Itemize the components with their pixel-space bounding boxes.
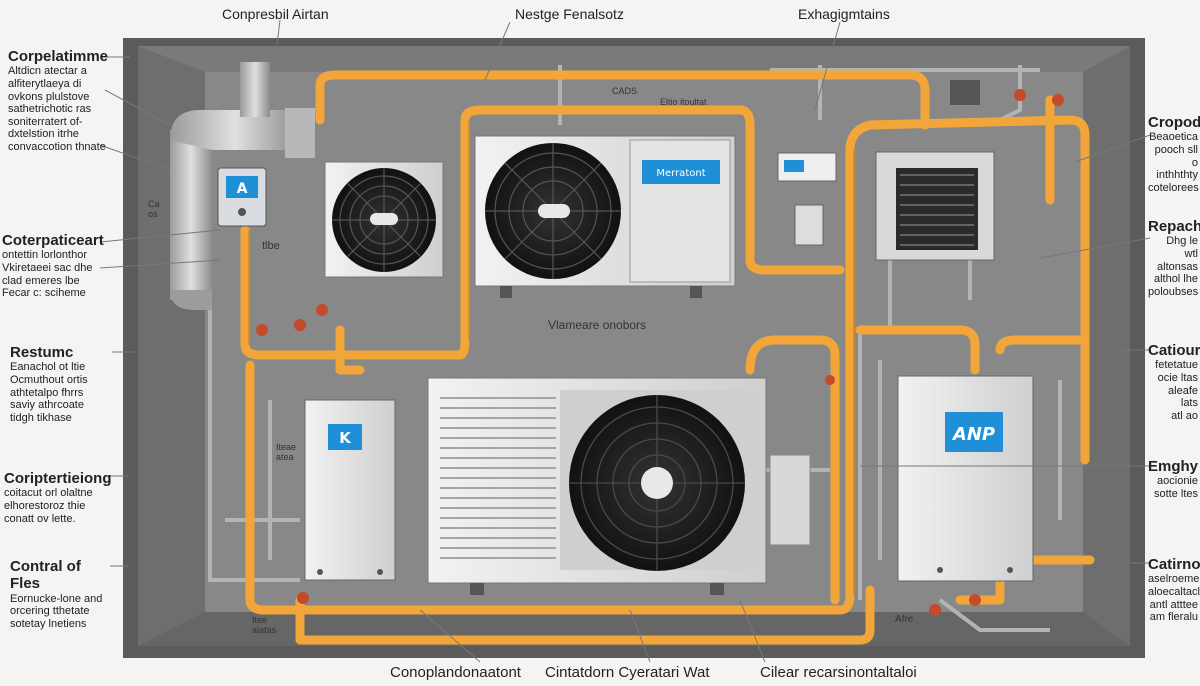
valves [256, 89, 1064, 616]
right-label-3-line: atl ao [1171, 409, 1198, 422]
tiny-label-tlbe: tlbe [262, 240, 280, 252]
tiny-label-itee: Itee alatas [252, 615, 277, 635]
left-label-1-line: sathetrichotic ras [8, 103, 92, 116]
right-label-5-line: antl atttee [1149, 598, 1198, 611]
left-label-2-line: Fecar c: sciheme [2, 287, 86, 300]
svg-text:Merratont: Merratont [656, 168, 705, 179]
left-label-1-line: Altdicn atectar a [8, 65, 87, 78]
left-label-1-line: ovkons plulstove [8, 90, 90, 103]
right-label-2-line: poloubses [1148, 285, 1199, 298]
left-label-5-line: Eornucke-lone and [10, 592, 103, 605]
right-label-5-line: aloecaltaclea [1148, 585, 1200, 598]
right-label-5-line: am fleralu [1149, 611, 1198, 624]
right-label-4: Emghy aocionie sotte ltes [1148, 458, 1198, 501]
left-label-5-line: sotetay lnetiens [10, 617, 87, 630]
right-label-2-line: Dhg le [1166, 235, 1198, 248]
right-label-2-title: Repach [1148, 218, 1200, 235]
leader-lines [99, 19, 1151, 663]
right-label-5: Catirno aselroeme aloecaltaclea antl att… [1148, 556, 1200, 624]
top-label-2: Nestge Fenalsotz [515, 6, 624, 22]
left-label-1-line: soniterratert of- [8, 115, 83, 128]
right-label-1-line: cotelorees [1148, 181, 1199, 194]
right-label-4-line: aocionie [1157, 475, 1198, 488]
refrigerant-pipes [240, 70, 1095, 645]
svg-text:K: K [339, 429, 352, 447]
left-label-4-line: coitacut orl olaltne [4, 487, 93, 500]
left-label-3-line: saviy athrcoate [10, 399, 84, 412]
right-label-2-line: althol lhe [1153, 273, 1198, 286]
left-label-1-line: convaccotion thnate [8, 141, 106, 154]
fan-unit-small [324, 161, 444, 278]
right-label-1-line: pooch sll o [1154, 143, 1198, 169]
svg-text:ANP: ANP [951, 424, 995, 445]
tiny-label-caos: Ca os [148, 199, 160, 219]
right-label-5-line: aselroeme [1148, 573, 1200, 586]
top-label-3: Exhagigmtains [798, 6, 890, 22]
outdoor-unit-center [427, 377, 811, 595]
left-label-3-title: Restumc [10, 344, 74, 361]
left-label-5-title: Contral of Fles [10, 558, 81, 593]
center-label: Vlameare onobors [548, 318, 647, 332]
right-label-1-title: Cropod [1148, 114, 1200, 131]
right-label-3: Catiour fetetatue ocie ltas aleafe lats … [1148, 342, 1200, 422]
duct [170, 62, 315, 310]
right-label-2: Repach Dhg le wtl altonsas althol lhe po… [1148, 218, 1200, 298]
left-label-5-line: orcering tthetate [10, 605, 90, 618]
left-label-4: Coriptertieiong coitacut orl olaltne elh… [4, 470, 116, 525]
right-label-2-line: wtl altonsas [1157, 247, 1198, 273]
right-label-1: Cropod Beaoetica pooch sll o inthhthty c… [1148, 114, 1200, 194]
right-label-3-line: aleafe lats [1168, 384, 1198, 410]
left-label-2-title: Coterpaticeart [2, 232, 104, 249]
control-panel-left: A [217, 167, 267, 227]
tiny-label-afre: Afre [895, 614, 914, 625]
left-label-2-line: clad emeres lbe [2, 274, 80, 287]
pipe-shading [248, 120, 855, 595]
right-label-3-line: ocie ltas [1157, 371, 1198, 384]
top-label-1: Conpresbil Airtan [222, 6, 329, 22]
bottom-label-1: Conoplandonaatont [390, 664, 521, 681]
left-label-1: Corpelatimme Altdicn atectar a alfiteryt… [8, 48, 116, 154]
left-label-3-line: Eanachol ot ltie [10, 361, 86, 374]
left-label-4-title: Coriptertieiong [4, 470, 112, 487]
indoor-unit-top: Merratont [474, 135, 736, 298]
right-wall-side [1083, 46, 1130, 646]
left-label-2-line: ontettin lorlonthor [2, 249, 87, 262]
sensor-box [777, 152, 837, 246]
left-label-3-line: Ocmuthout ortis [10, 373, 88, 386]
right-label-1-line: Beaoetica [1149, 131, 1198, 144]
indoor-unit-left: K [304, 399, 396, 581]
bottom-label-2: Cintatdorn Cyeratari Wat [545, 664, 710, 681]
left-label-2-line: Vkiretaeei sac dhe [2, 261, 93, 274]
right-label-4-line: sotte ltes [1153, 487, 1198, 500]
right-label-1-line: inthhthty [1156, 169, 1198, 182]
left-label-1-line: alfiterytlaeya di [8, 77, 82, 90]
tiny-label-eltio: Eltio itoultat [660, 97, 707, 107]
outdoor-unit-right: ANP [897, 375, 1034, 582]
tiny-label-cads: CADS [612, 86, 638, 96]
svg-text:A: A [237, 181, 248, 197]
left-label-5: Contral of Fles Eornucke-lone and orceri… [10, 558, 114, 630]
left-label-2: Coterpaticeart ontettin lorlonthor Vkire… [2, 232, 110, 300]
bottom-label-3: Cilear recarsinontaltaloi [760, 664, 917, 681]
heat-exchanger [875, 80, 995, 261]
left-label-3-line: tidgh tikhase [10, 411, 72, 424]
left-label-4-line: elhorestoroz thie [4, 499, 86, 512]
left-label-4-line: conatt ov lette. [4, 512, 76, 525]
right-label-3-line: fetetatue [1155, 359, 1198, 372]
right-label-3-title: Catiour [1148, 342, 1200, 359]
left-label-3-line: athtetalpo fhrrs [10, 386, 84, 399]
tiny-label-iteae: Iteae atea [276, 442, 297, 462]
right-label-5-title: Catirno [1148, 556, 1200, 573]
right-label-4-title: Emghy [1148, 458, 1199, 475]
left-label-1-line: dxtelstion itrhe [8, 128, 79, 141]
left-label-1-title: Corpelatimme [8, 48, 109, 65]
left-label-3: Restumc Eanachol ot ltie Ocmuthout ortis… [10, 344, 110, 424]
